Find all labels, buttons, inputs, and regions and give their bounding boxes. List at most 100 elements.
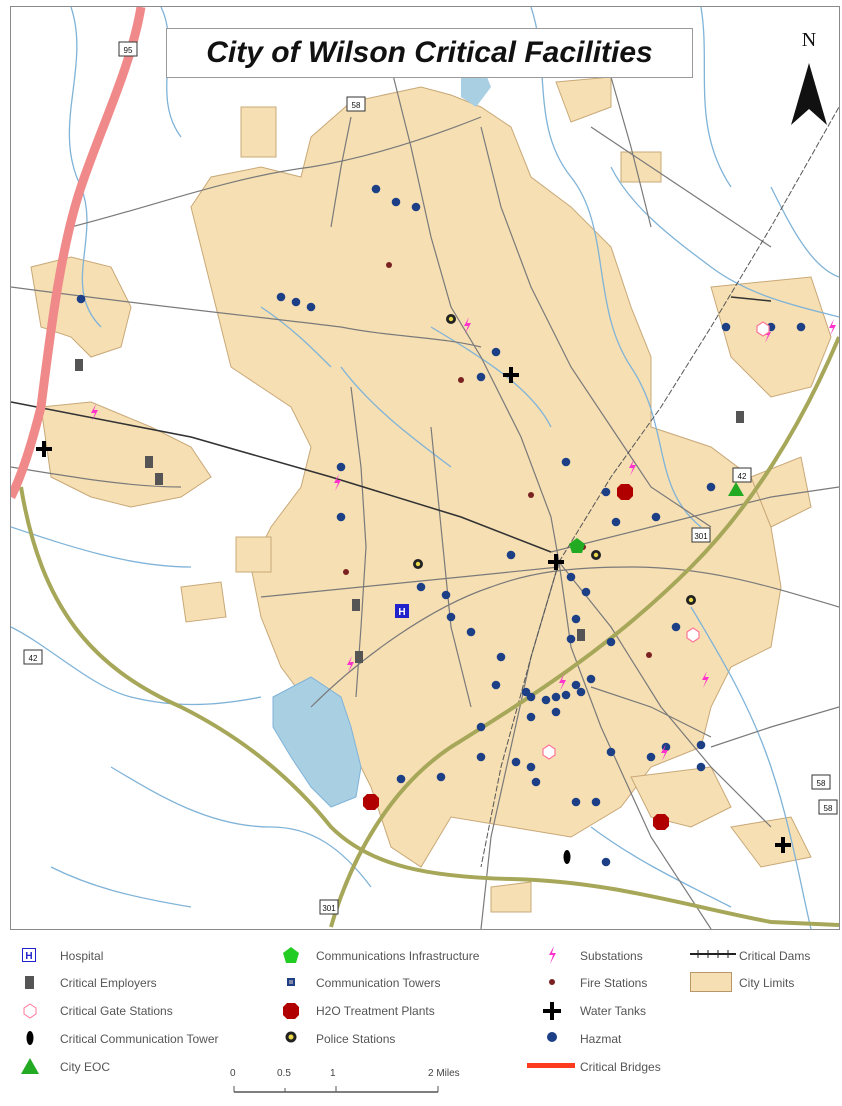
- water-tank-icon: [543, 1002, 561, 1020]
- water-tank-point: [36, 441, 52, 457]
- gate-station-point: [756, 321, 770, 337]
- lake: [272, 676, 362, 808]
- route-shield-label: 58: [824, 804, 833, 813]
- hazmat-point: [706, 482, 716, 492]
- critical-employer-point: [577, 629, 585, 641]
- route-shield-label: 95: [124, 46, 133, 55]
- substation-point: [464, 317, 471, 334]
- hazmat-point: [571, 680, 581, 690]
- hazmat-point: [566, 572, 576, 582]
- hazmat-point: [491, 680, 501, 690]
- critical-employer-icon: [25, 976, 34, 989]
- hazmat-point: [476, 372, 486, 382]
- substation-point: [829, 319, 836, 336]
- hazmat-point: [571, 614, 581, 624]
- hazmat-point: [336, 512, 346, 522]
- critical-employer-point: [352, 599, 360, 611]
- hazmat-point: [446, 612, 456, 622]
- substation-point: [334, 474, 341, 491]
- fire-station-point: [343, 569, 349, 575]
- hazmat-point: [531, 777, 541, 787]
- critical-bridge-icon: [527, 1063, 575, 1068]
- substation-points: [91, 317, 836, 761]
- hazmat-point: [576, 687, 586, 697]
- water-tank-point: [503, 367, 519, 383]
- interstate-95: [11, 7, 146, 500]
- map-title: City of Wilson Critical Facilities: [206, 36, 653, 69]
- route-shield: 301: [319, 899, 339, 915]
- gate-station-point: [686, 627, 700, 643]
- bypass-highway: [19, 336, 839, 928]
- north-label: N: [801, 29, 817, 51]
- hazmat-point: [496, 652, 506, 662]
- hazmat-point: [566, 634, 576, 644]
- substation-point: [702, 671, 709, 688]
- fire-station-point: [528, 492, 534, 498]
- hazmat-point: [671, 622, 681, 632]
- hazmat-point: [571, 797, 581, 807]
- h2o-plant-point: [653, 814, 669, 830]
- hazmat-point: [561, 457, 571, 467]
- hazmat-point: [511, 757, 521, 767]
- critical-employer-point: [75, 359, 83, 371]
- legend-critical-communication-tower: Critical Communication Tower: [60, 1032, 219, 1046]
- legend-police-stations: Police Stations: [316, 1032, 396, 1046]
- hazmat-point: [696, 762, 706, 772]
- gate-station-icon: [23, 1003, 37, 1019]
- hazmat-point: [606, 747, 616, 757]
- legend-critical-dams: Critical Dams: [739, 949, 811, 963]
- substation-point: [559, 674, 566, 691]
- hazmat-icon: [547, 1032, 557, 1042]
- substation-point: [91, 404, 98, 421]
- hazmat-point: [306, 302, 316, 312]
- legend-h2o-treatment-plants: H2O Treatment Plants: [316, 1004, 435, 1018]
- communications-infrastructure-point: [569, 538, 585, 553]
- route-shield-label: 42: [29, 654, 38, 663]
- route-shield: 301: [691, 527, 711, 543]
- hazmat-point: [581, 587, 591, 597]
- route-shield: 58: [818, 799, 838, 815]
- fire-station-icon: [549, 979, 555, 985]
- city-eoc-icon: [21, 1058, 39, 1074]
- h2o-plant-icon: [283, 1003, 299, 1019]
- hazmat-point: [721, 322, 731, 332]
- gate-station-point: [542, 744, 556, 760]
- hazmat-point: [416, 582, 426, 592]
- hazmat-point: [601, 857, 611, 867]
- route-shield: 58: [811, 774, 831, 790]
- hazmat-point: [586, 674, 596, 684]
- legend-substations: Substations: [580, 949, 643, 963]
- police-station-point: [413, 559, 423, 569]
- hazmat-point: [476, 752, 486, 762]
- route-shield: 58: [346, 96, 366, 112]
- legend-city-limits: City Limits: [739, 976, 795, 990]
- hazmat-point: [76, 294, 86, 304]
- city-limits-area: [30, 76, 832, 913]
- hazmat-point: [561, 690, 571, 700]
- hazmat-point: [796, 322, 806, 332]
- hazmat-point: [291, 297, 301, 307]
- fire-station-point: [646, 652, 652, 658]
- scale-bar-line: [233, 1086, 439, 1093]
- route-shield-label: 58: [352, 101, 361, 110]
- hazmat-point: [441, 590, 451, 600]
- scale-label-2: 2 Miles: [428, 1068, 460, 1079]
- hazmat-point: [651, 512, 661, 522]
- other-facilities: H: [36, 262, 791, 864]
- hazmat-point: [476, 722, 486, 732]
- hazmat-points: [76, 184, 806, 867]
- hazmat-point: [396, 774, 406, 784]
- north-arrow: N: [787, 29, 831, 129]
- hazmat-point: [276, 292, 286, 302]
- h2o-plant-point: [363, 794, 379, 810]
- critical-dams: [11, 296, 772, 553]
- substation-point: [629, 459, 636, 476]
- critical-employer-point: [155, 473, 163, 485]
- hazmat-point: [391, 197, 401, 207]
- roads: [11, 66, 839, 929]
- legend-critical-bridges: Critical Bridges: [580, 1060, 661, 1074]
- police-station-point: [446, 314, 456, 324]
